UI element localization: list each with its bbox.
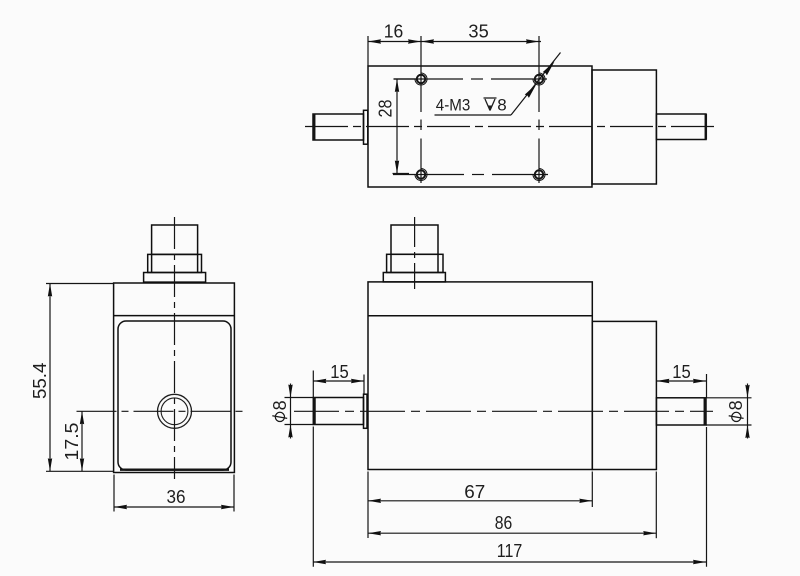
svg-text:15: 15 — [330, 362, 349, 382]
svg-text:86: 86 — [495, 513, 513, 533]
svg-text:4-M3: 4-M3 — [436, 96, 471, 115]
svg-text:117: 117 — [497, 541, 523, 561]
svg-text:15: 15 — [672, 362, 691, 382]
svg-text:8: 8 — [726, 400, 746, 410]
svg-text:67: 67 — [464, 482, 485, 502]
svg-text:17.5: 17.5 — [62, 423, 82, 461]
svg-text:8: 8 — [497, 96, 506, 115]
svg-text:55.4: 55.4 — [30, 363, 50, 400]
svg-text:35: 35 — [468, 22, 488, 42]
svg-text:16: 16 — [384, 22, 404, 42]
svg-text:28: 28 — [376, 100, 396, 118]
svg-text:36: 36 — [167, 487, 186, 507]
svg-text:8: 8 — [270, 400, 290, 410]
